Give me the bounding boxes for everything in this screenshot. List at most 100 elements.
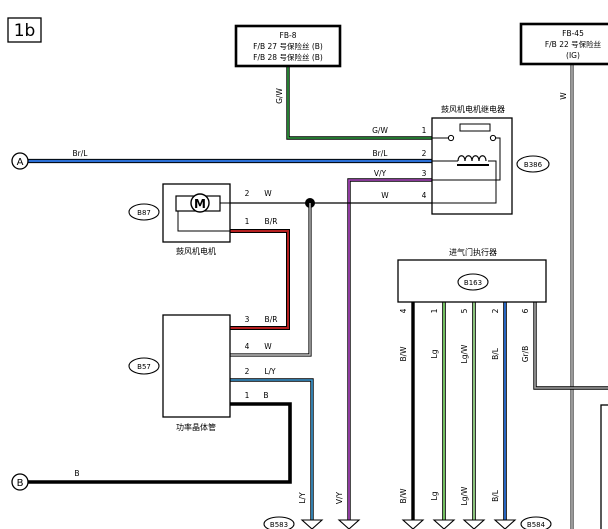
motor-icon	[190, 193, 210, 213]
terminal-arrow-lg	[432, 519, 456, 529]
actuator-wire-bw: B/W	[399, 346, 408, 362]
wire-gw-outline	[286, 66, 432, 140]
motor-wire-w: W	[264, 189, 272, 198]
actuator-connector-label: B163	[464, 279, 482, 287]
bottom-label-vy: V/Y	[335, 491, 344, 504]
transistor-wire-b: B	[263, 391, 268, 400]
fuse-box-fb8	[234, 24, 342, 68]
wire-vy-outline	[347, 178, 432, 520]
motor-pin-1: 1	[245, 217, 250, 226]
bottom-label-ly: L/Y	[298, 492, 307, 504]
terminal-b	[11, 473, 29, 491]
terminal-a-label: A	[17, 157, 24, 168]
fb8-label-3: F/B 28 号保险丝 (B)	[253, 52, 323, 62]
fb45-wire-label: W	[559, 92, 568, 100]
actuator-pin-5: 5	[460, 308, 469, 313]
relay-pin-3: 3	[422, 169, 427, 178]
relay-contact-1	[447, 134, 455, 142]
bottom-connector-b583-label: B583	[270, 521, 288, 529]
actuator-wire-lg: Lg	[430, 349, 439, 358]
actuator-pin-4: 4	[399, 308, 408, 313]
transistor-wire-br: B/R	[265, 315, 278, 324]
transistor-pin-3: 3	[245, 315, 250, 324]
relay-connector-label: B386	[524, 161, 543, 169]
actuator-connector-badge	[457, 273, 489, 291]
wire-b	[28, 402, 292, 484]
actuator-wire-bl: B/L	[491, 347, 500, 360]
relay-coil	[457, 155, 487, 162]
power-transistor-box	[162, 314, 231, 418]
wire-gw	[287, 66, 432, 139]
relay-internal-switch-wiring	[432, 137, 501, 181]
terminal-arrow-lgw	[462, 519, 486, 529]
bottom-label-bw: B/W	[399, 488, 408, 504]
fb45-label-1: FB-45	[562, 29, 584, 38]
transistor-pin-1: 1	[245, 391, 250, 400]
relay-internal-coil-wiring	[432, 160, 497, 204]
terminal-arrow-ly	[300, 519, 324, 529]
fb45-label-2: F/B 22 号保险丝	[545, 39, 602, 49]
fb8-label-2: F/B 27 号保险丝 (B)	[253, 41, 323, 51]
relay-wire-2: Br/L	[373, 149, 389, 158]
blower-motor-box	[162, 183, 231, 243]
motor-wire-br: B/R	[265, 217, 278, 226]
relay-contact-2	[489, 134, 497, 142]
bottom-connector-b583	[263, 516, 295, 529]
wire-w-transistor	[230, 203, 311, 356]
motor-pin-2: 2	[245, 189, 250, 198]
terminal-b-wire-label: B	[74, 469, 79, 478]
motor-connector-label: B87	[137, 209, 151, 217]
bottom-terminal-arrows	[300, 519, 517, 529]
fb45-label-3: (IG)	[566, 51, 580, 60]
terminal-b-label: B	[17, 478, 24, 489]
transistor-connector-label: B57	[137, 363, 151, 371]
motor-connector-badge	[128, 203, 160, 221]
wire-ly	[230, 379, 313, 520]
page-tag: 1b	[14, 21, 36, 41]
wire-vy	[348, 179, 432, 520]
relay-connector-badge	[516, 155, 550, 173]
motor-symbol: M	[194, 197, 206, 211]
page-tag-box	[7, 17, 42, 43]
transistor-wire-w: W	[264, 342, 272, 351]
relay-pin-2: 2	[422, 149, 427, 158]
relay-switch-arm	[459, 123, 491, 132]
actuator-pin-6: 6	[521, 308, 530, 313]
wire-br-outline	[230, 229, 290, 330]
fb8-wire-label: G/W	[275, 88, 284, 104]
transistor-wire-ly: L/Y	[264, 367, 276, 376]
relay-pin-4: 4	[422, 191, 427, 200]
relay-wire-3: V/Y	[374, 169, 387, 178]
terminal-arrow-bl	[493, 519, 517, 529]
transistor-connector-badge	[128, 357, 160, 375]
actuator-title: 进气门执行器	[449, 247, 497, 257]
offpage-component-box	[600, 404, 608, 529]
power-transistor-title: 功率晶体管	[176, 422, 216, 432]
blower-motor-title: 鼓风机电机	[176, 246, 216, 256]
actuator-wire-grb: Gr/B	[521, 346, 530, 363]
bottom-connector-b584-label: B584	[527, 521, 546, 529]
actuator-pin-1: 1	[430, 308, 439, 313]
relay-title: 鼓风机电机继电器	[441, 104, 505, 114]
wire-grb	[534, 302, 608, 389]
terminal-a-wire-label: Br/L	[73, 149, 89, 158]
bottom-connector-b584	[520, 516, 552, 529]
actuator-wire-lgw: Lg/W	[460, 344, 469, 363]
terminal-arrow-bw	[401, 519, 425, 529]
actuator-pin-2: 2	[491, 308, 500, 313]
transistor-pin-2: 2	[245, 367, 250, 376]
wire-br	[230, 230, 289, 329]
fb8-label-1: FB-8	[280, 31, 297, 40]
relay-wire-1: G/W	[372, 126, 388, 135]
bottom-label-lgw: Lg/W	[460, 486, 469, 505]
fuse-box-fb45	[519, 22, 608, 66]
relay-pin-1: 1	[422, 126, 427, 135]
transistor-pin-4: 4	[245, 342, 250, 351]
terminal-a	[11, 152, 29, 170]
relay-coil-core	[457, 164, 489, 166]
bottom-label-bl: B/L	[491, 489, 500, 502]
bottom-label-lg: Lg	[430, 491, 439, 500]
relay-wire-4: W	[381, 191, 389, 200]
